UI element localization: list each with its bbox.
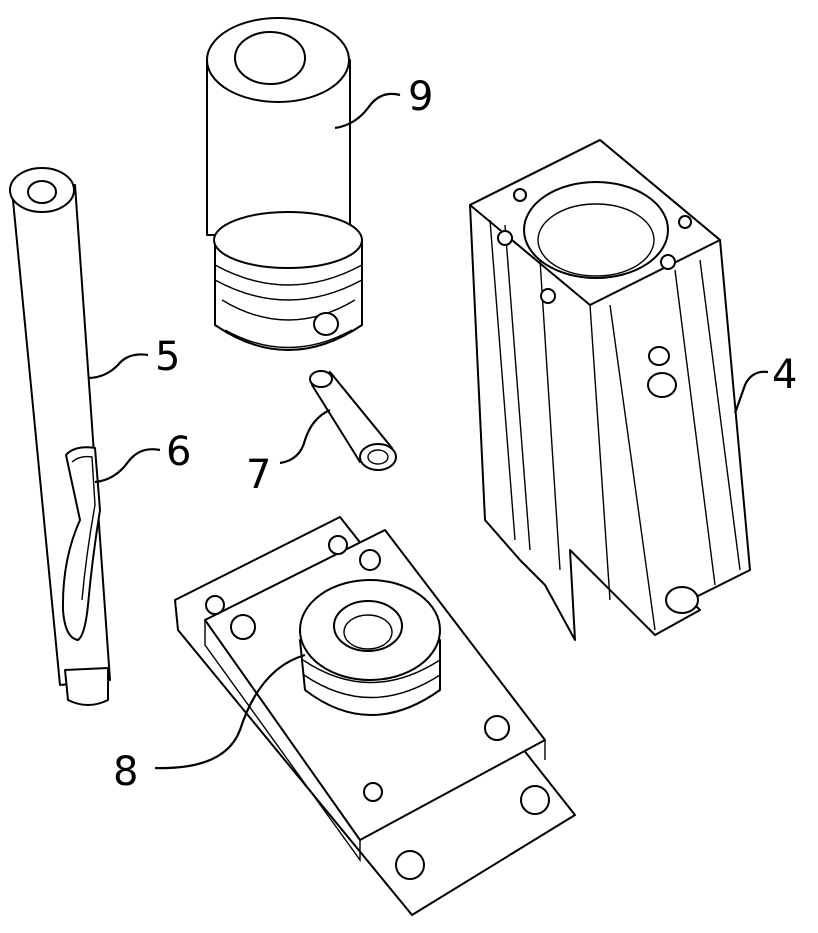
- part-5-rod: [10, 168, 110, 705]
- leader-5: [88, 354, 148, 378]
- label-part-5: 5: [155, 334, 180, 380]
- part-7-pin: [310, 371, 396, 470]
- label-part-9: 9: [408, 74, 433, 120]
- part-4-cylinder-block: [470, 140, 750, 640]
- part-9-sleeve: [207, 18, 362, 350]
- label-part-8: 8: [113, 749, 138, 795]
- leader-7: [280, 410, 330, 463]
- leader-6: [95, 449, 160, 482]
- label-part-6: 6: [166, 429, 191, 475]
- part-8-base-plate: [175, 517, 575, 915]
- label-part-7: 7: [246, 452, 271, 498]
- label-part-4: 4: [772, 352, 797, 398]
- leader-4: [735, 372, 768, 413]
